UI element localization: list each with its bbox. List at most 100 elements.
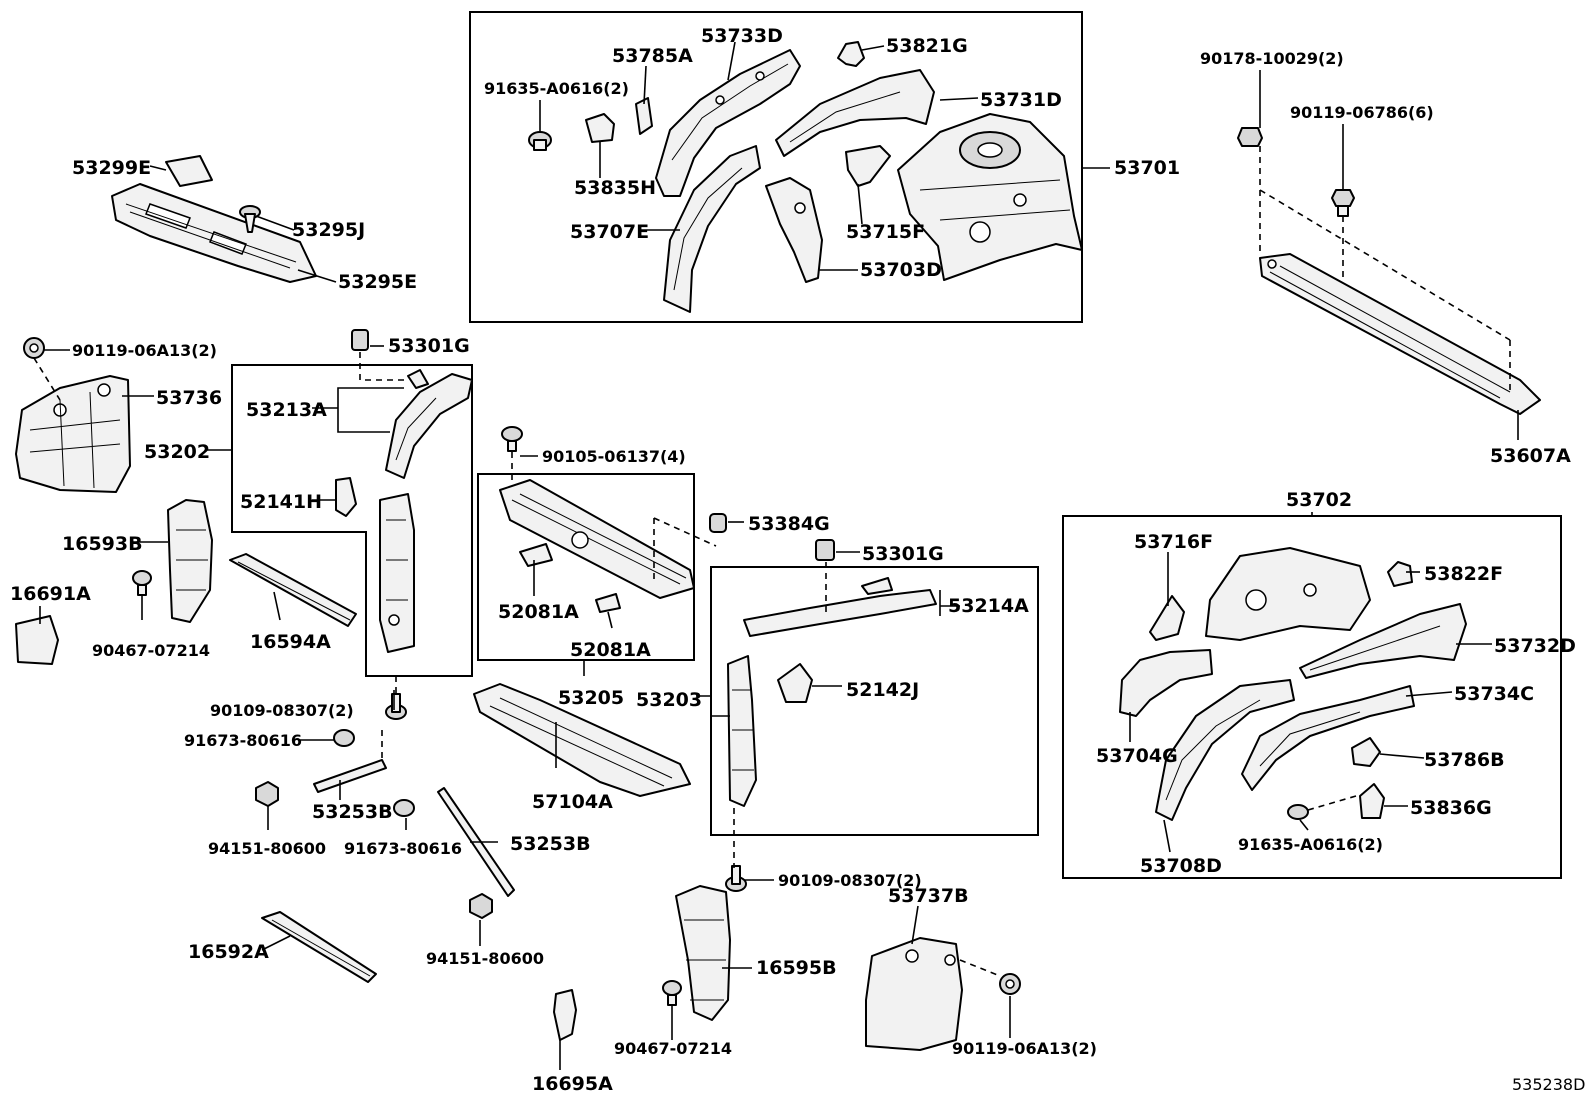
label-53732D: 53732D — [1494, 635, 1576, 657]
label-53708D: 53708D — [1140, 855, 1222, 877]
part-53707E[interactable] — [663, 145, 761, 313]
part-53836G[interactable] — [1359, 783, 1385, 819]
label-53703D: 53703D — [860, 259, 942, 281]
part-52142J[interactable] — [777, 663, 813, 703]
label-53707E: 53707E — [570, 221, 649, 243]
part-52081A-b[interactable] — [595, 593, 621, 613]
part-53295J[interactable] — [239, 205, 261, 233]
group-box-53205 — [477, 473, 695, 661]
part-90109-08307-b[interactable] — [725, 865, 747, 892]
group-box-53701 — [469, 11, 1083, 323]
part-90119-06786[interactable] — [1331, 189, 1355, 217]
label-52081A-b: 52081A — [570, 639, 651, 661]
part-53786B[interactable] — [1351, 737, 1381, 767]
label-53836G: 53836G — [1410, 797, 1492, 819]
part-57104A[interactable] — [473, 683, 691, 797]
label-91635-A0616-a: 91635-A0616(2) — [484, 79, 629, 98]
part-53821G[interactable] — [837, 41, 865, 67]
label-90109-08307-b: 90109-08307(2) — [778, 871, 922, 890]
part-53734C[interactable] — [1241, 685, 1415, 791]
label-53716F: 53716F — [1134, 531, 1213, 553]
part-90105-06137[interactable] — [501, 426, 523, 452]
label-16592A: 16592A — [188, 941, 269, 963]
part-94151-80600-b[interactable] — [469, 893, 493, 919]
part-90119-06A13-a[interactable] — [23, 337, 45, 359]
label-94151-80600-a: 94151-80600 — [208, 839, 326, 858]
part-53205[interactable] — [499, 479, 695, 599]
label-91673-80616-b: 91673-80616 — [344, 839, 462, 858]
label-52081A-a: 52081A — [498, 601, 579, 623]
part-52081A-a[interactable] — [519, 543, 553, 567]
part-53213A[interactable] — [385, 369, 473, 479]
part-53607A[interactable] — [1259, 253, 1541, 415]
label-94151-80600-b: 94151-80600 — [426, 949, 544, 968]
part-91635-A0616-b[interactable] — [1287, 804, 1309, 820]
part-16691A[interactable] — [15, 615, 59, 665]
label-53731D: 53731D — [980, 89, 1062, 111]
part-53253B-a[interactable] — [313, 759, 387, 793]
part-90178-10029[interactable] — [1237, 127, 1263, 147]
label-53253B-a: 53253B — [312, 801, 393, 823]
part-94151-80600-a[interactable] — [255, 781, 279, 807]
label-16594A: 16594A — [250, 631, 331, 653]
part-90467-07214-a[interactable] — [132, 570, 152, 596]
label-91635-A0616-b: 91635-A0616(2) — [1238, 835, 1383, 854]
label-53299E: 53299E — [72, 157, 151, 179]
part-53202-pillar[interactable] — [379, 493, 415, 653]
label-91673-80616-a: 91673-80616 — [184, 731, 302, 750]
part-53715F[interactable] — [845, 145, 891, 187]
part-53737B[interactable] — [865, 937, 963, 1051]
label-53202: 53202 — [144, 441, 210, 463]
part-53733D[interactable] — [655, 49, 801, 197]
part-53214A[interactable] — [743, 577, 937, 637]
part-53835H[interactable] — [585, 113, 615, 143]
label-53733D: 53733D — [701, 25, 783, 47]
part-53384G[interactable] — [709, 513, 727, 533]
part-53301G-b[interactable] — [815, 539, 835, 561]
part-91635-A0616-a[interactable] — [528, 131, 552, 151]
part-53732D[interactable] — [1299, 603, 1467, 679]
part-16594A[interactable] — [229, 553, 357, 627]
part-53301G-a[interactable] — [351, 329, 369, 351]
part-53702-tower[interactable] — [1205, 547, 1371, 641]
part-53708D[interactable] — [1155, 679, 1295, 821]
part-53822F[interactable] — [1387, 561, 1413, 587]
label-90105-06137: 90105-06137(4) — [542, 447, 686, 466]
label-53704G: 53704G — [1096, 745, 1178, 767]
part-16592A[interactable] — [261, 911, 377, 983]
part-53704G[interactable] — [1119, 649, 1213, 717]
part-53736[interactable] — [15, 375, 131, 493]
label-53786B: 53786B — [1424, 749, 1505, 771]
label-53203: 53203 — [636, 689, 702, 711]
label-90467-07214-a: 90467-07214 — [92, 641, 210, 660]
label-53214A: 53214A — [948, 595, 1029, 617]
part-90109-08307-a[interactable] — [385, 693, 407, 720]
part-53716F[interactable] — [1149, 595, 1185, 641]
part-91673-80616-a[interactable] — [333, 729, 355, 747]
label-52142J: 52142J — [846, 679, 919, 701]
part-53203-pillar[interactable] — [727, 655, 757, 807]
label-53701: 53701 — [1114, 157, 1180, 179]
label-53607A: 53607A — [1490, 445, 1571, 467]
part-53731D[interactable] — [775, 69, 935, 157]
part-53701-tower[interactable] — [897, 113, 1083, 281]
group-box-53202 — [231, 364, 473, 677]
part-91673-80616-b[interactable] — [393, 799, 415, 817]
label-53785A: 53785A — [612, 45, 693, 67]
part-53295E[interactable] — [111, 183, 317, 283]
label-90119-06A13-a: 90119-06A13(2) — [72, 341, 217, 360]
part-90467-07214-b[interactable] — [662, 980, 682, 1006]
label-53822F: 53822F — [1424, 563, 1503, 585]
label-53734C: 53734C — [1454, 683, 1534, 705]
part-53703D[interactable] — [765, 177, 823, 283]
label-90109-08307-a: 90109-08307(2) — [210, 701, 354, 720]
label-53213A: 53213A — [246, 399, 327, 421]
part-16595B[interactable] — [675, 885, 731, 1021]
label-53295E: 53295E — [338, 271, 417, 293]
part-90119-06A13-b[interactable] — [999, 973, 1021, 995]
part-52141H[interactable] — [335, 477, 357, 517]
part-16593B[interactable] — [167, 499, 213, 623]
part-53299E[interactable] — [165, 155, 213, 187]
part-16695A[interactable] — [553, 989, 577, 1041]
